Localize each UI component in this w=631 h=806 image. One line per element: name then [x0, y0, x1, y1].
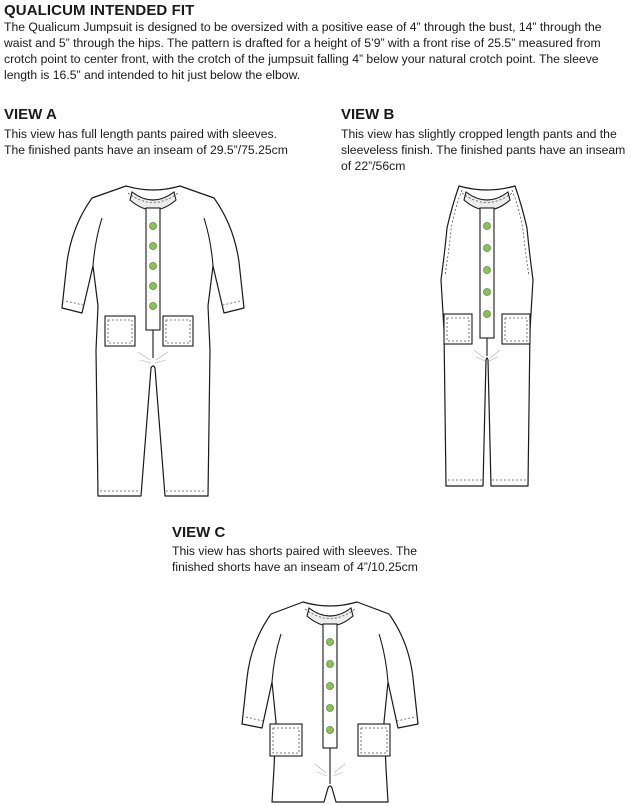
view-a-jumpsuit-illustration [61, 185, 245, 497]
intro-paragraph: The Qualicum Jumpsuit is designed to be … [4, 20, 602, 82]
view-b-description: This view has slightly cropped length pa… [341, 127, 626, 173]
button-5 [326, 726, 334, 734]
button-5 [149, 302, 157, 310]
view-b-heading: VIEW B [341, 106, 395, 123]
button-2 [149, 242, 157, 250]
view-c-heading: VIEW C [172, 524, 226, 541]
button-2 [326, 660, 334, 668]
button-5 [483, 310, 491, 318]
button-4 [326, 704, 334, 712]
button-1 [326, 638, 334, 646]
button-3 [149, 262, 157, 270]
button-2 [483, 244, 491, 252]
button-1 [483, 222, 491, 230]
view-a-heading: VIEW A [4, 106, 57, 123]
view-a-description: This view has full length pants paired w… [4, 127, 288, 157]
button-4 [483, 288, 491, 296]
view-c-romper-illustration [241, 601, 419, 803]
button-3 [326, 682, 334, 690]
button-1 [149, 222, 157, 230]
view-c-description: This view has shorts paired with sleeves… [172, 544, 418, 574]
view-b-jumpsuit-illustration [440, 185, 534, 487]
button-4 [149, 282, 157, 290]
button-3 [483, 266, 491, 274]
page-title: QUALICUM INTENDED FIT [4, 2, 195, 19]
